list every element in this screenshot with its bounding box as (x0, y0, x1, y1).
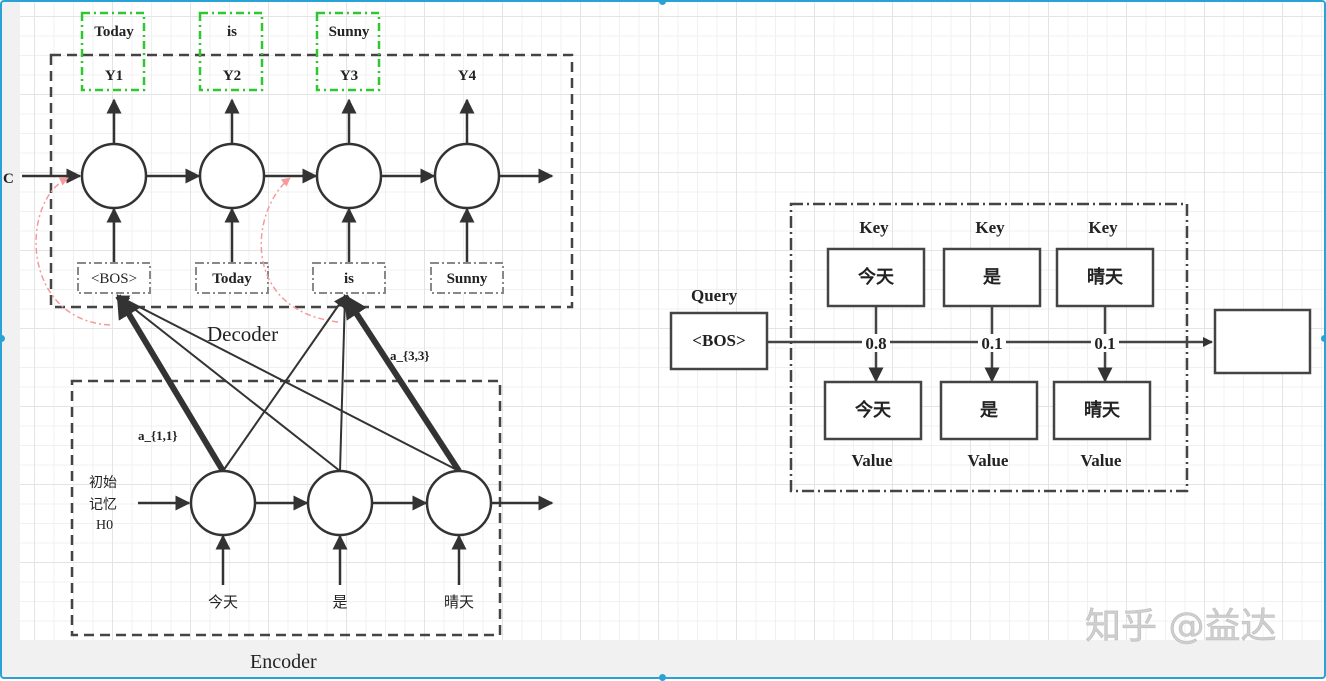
key-text: 晴天 (1087, 266, 1124, 288)
output-y-label: Y1 (105, 68, 123, 84)
key-label: Key (1088, 218, 1118, 237)
value-box[interactable] (1052, 380, 1152, 441)
value-text: 今天 (855, 399, 892, 421)
attention-label-a11: a_{1,1} (138, 428, 178, 443)
key-label: Key (975, 218, 1005, 237)
watermark: 知乎 @益达 (1085, 606, 1276, 647)
value-text: 是 (979, 400, 998, 421)
selection-handle-top[interactable] (659, 0, 666, 5)
output-y-label: Y3 (340, 68, 358, 84)
query-box[interactable] (669, 311, 769, 371)
attention-link (115, 293, 226, 473)
decoder-box (49, 53, 574, 309)
attention-link (338, 294, 351, 472)
attention-label-a33: a_{3,3} (390, 348, 430, 363)
attention-link (116, 295, 460, 472)
output-box[interactable] (1213, 308, 1312, 375)
attention-link (117, 295, 341, 472)
encoder-cell[interactable] (189, 469, 257, 537)
attention-link (342, 293, 462, 473)
query-label: Query (691, 286, 738, 305)
weight-bg (862, 334, 890, 350)
value-label: Value (852, 451, 893, 470)
output-word: Today (94, 24, 134, 40)
encoder-label: Encoder (250, 651, 317, 673)
decoder-input-word: is (344, 271, 354, 287)
feedback-arc-2 (260, 177, 339, 323)
attention-weight: 0.1 (1094, 334, 1115, 353)
weight-bg (1091, 334, 1119, 350)
output-y-label: Y4 (458, 68, 477, 84)
key-text: 是 (982, 267, 1001, 288)
value-box[interactable] (939, 380, 1039, 441)
key-label: Key (859, 218, 889, 237)
decoder-input-box (312, 262, 386, 294)
output-word: is (227, 24, 237, 40)
selection-handle-right[interactable] (1321, 335, 1326, 342)
decoder-input-box (195, 262, 269, 294)
decoder-input-box (77, 262, 151, 294)
decoder-input-word: Today (212, 271, 252, 287)
encoder-cell[interactable] (306, 469, 374, 537)
value-label: Value (1081, 451, 1122, 470)
output-y-label: Y2 (223, 68, 241, 84)
attention-weight: 0.1 (981, 334, 1002, 353)
attention-weight: 0.8 (865, 334, 886, 353)
decoder-cell[interactable] (315, 142, 383, 210)
decoder-cell[interactable] (80, 142, 148, 210)
key-text: 今天 (858, 266, 895, 288)
encoder-input-word: 今天 (208, 593, 238, 611)
selection-handle-bottom[interactable] (659, 674, 666, 681)
initial-memory-line-1: 初始 (89, 474, 117, 491)
encoder-input-word: 晴天 (444, 593, 474, 611)
value-box[interactable] (823, 380, 923, 441)
context-label: C (3, 171, 14, 187)
value-label: Value (968, 451, 1009, 470)
initial-memory-line-2: 记忆 (89, 497, 117, 513)
value-text: 晴天 (1084, 399, 1121, 421)
selection-handle-left[interactable] (0, 335, 5, 342)
weight-bg (978, 334, 1006, 350)
output-word: Sunny (329, 24, 370, 40)
attention-box (789, 202, 1189, 493)
feedback-arc-1 (35, 177, 111, 326)
query-value: <BOS> (692, 331, 745, 350)
output-highlight-box (198, 11, 264, 92)
decoder-cell[interactable] (433, 142, 501, 210)
decoder-input-box (430, 262, 504, 294)
attention-link (222, 295, 346, 472)
output-highlight-box (80, 11, 146, 92)
initial-memory-line-3: H0 (96, 518, 113, 533)
encoder-cell[interactable] (425, 469, 493, 537)
decoder-cell[interactable] (198, 142, 266, 210)
decoder-input-word: Sunny (447, 271, 488, 287)
encoder-input-word: 是 (332, 593, 347, 611)
decoder-label: Decoder (207, 322, 278, 346)
key-box[interactable] (942, 247, 1042, 308)
key-box[interactable] (826, 247, 926, 308)
decoder-input-word: <BOS> (91, 271, 137, 287)
output-highlight-box (315, 11, 381, 92)
